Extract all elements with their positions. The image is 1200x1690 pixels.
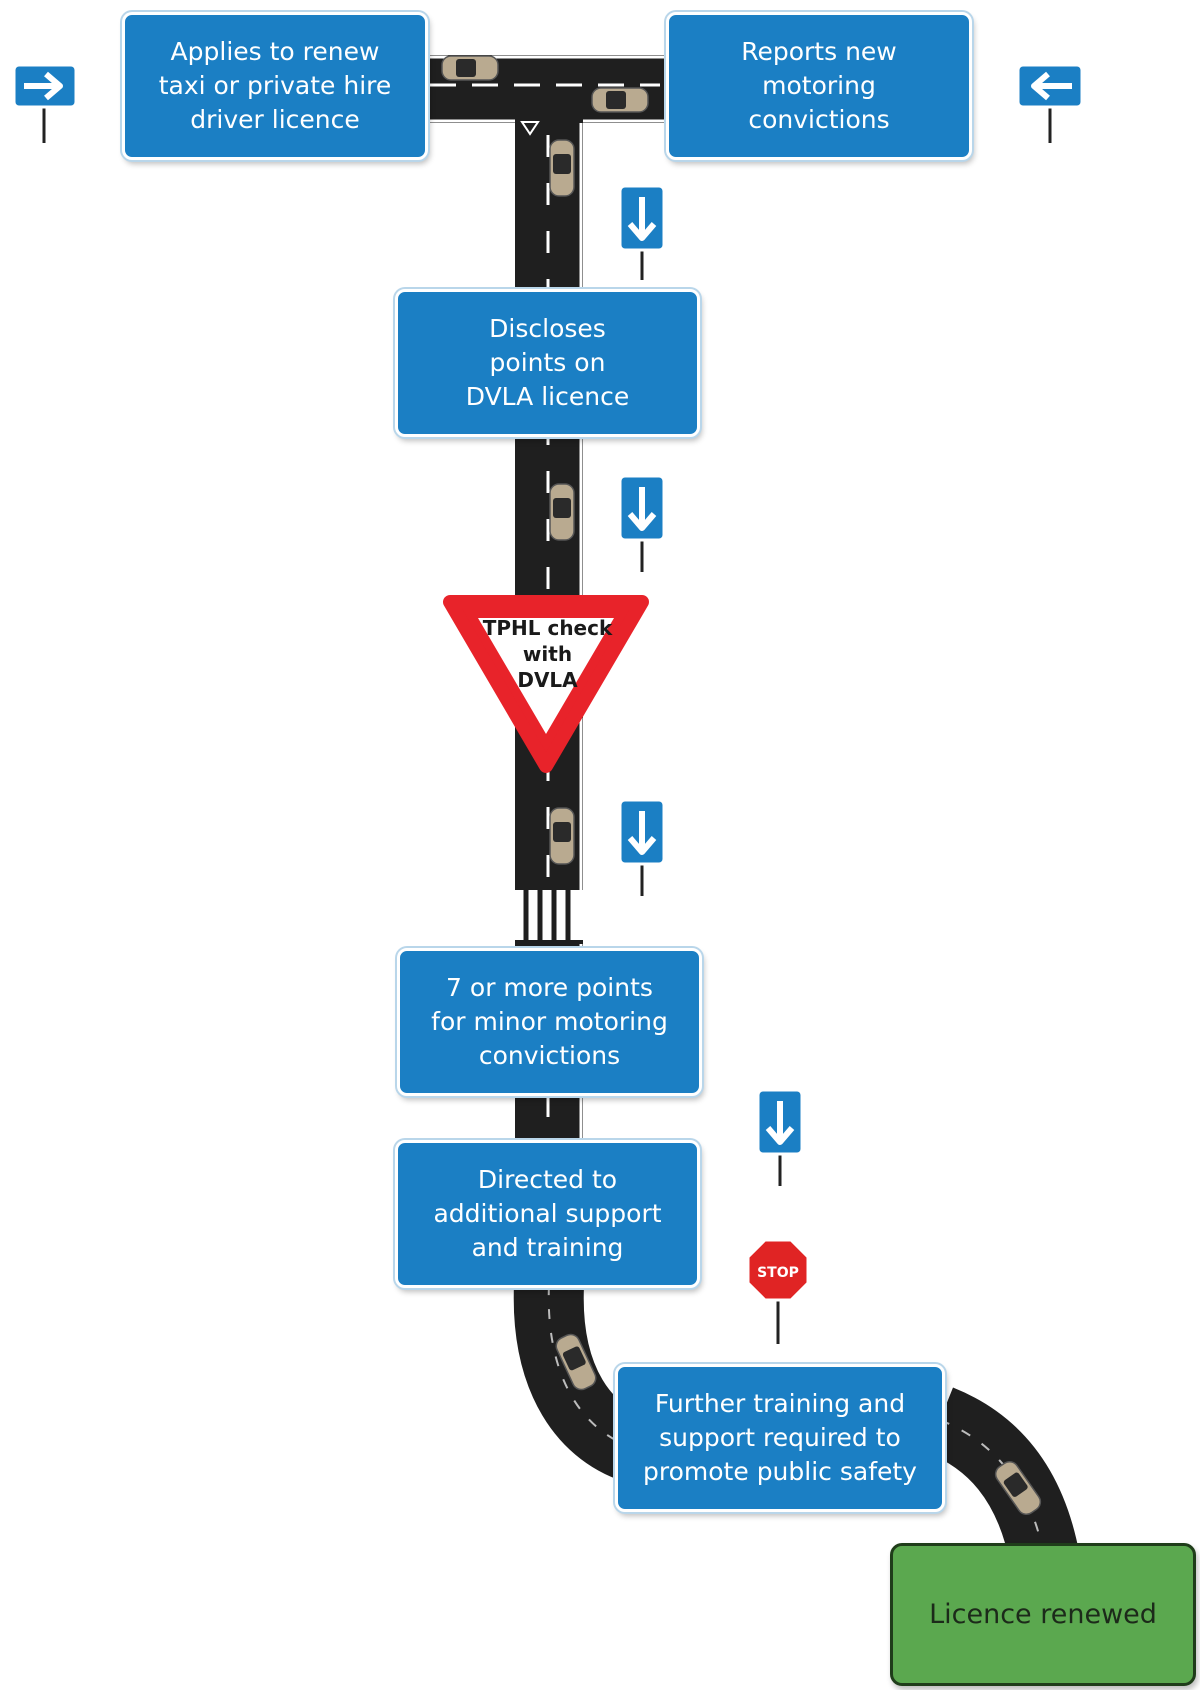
down-arrow-sign-icon: [620, 476, 664, 572]
left-arrow-sign-icon: [1018, 65, 1082, 143]
step-directed-box: Directed to additional support and train…: [395, 1140, 700, 1288]
car-icon: [442, 56, 498, 80]
step-disclose-box: Discloses points on DVLA licence: [395, 289, 700, 437]
step-renewed-box: Licence renewed: [890, 1543, 1196, 1686]
car-icon: [550, 140, 574, 196]
stop-sign-label: STOP: [757, 1265, 799, 1281]
step-points-box: 7 or more points for minor motoring conv…: [397, 948, 702, 1096]
step-further-box: Further training and support required to…: [615, 1364, 945, 1512]
right-arrow-sign-icon: [14, 65, 76, 143]
down-arrow-sign-icon: [620, 800, 664, 896]
stop-sign-icon: STOP: [748, 1240, 808, 1344]
roads: [420, 55, 1045, 1560]
car-icon: [550, 484, 574, 540]
step-apply-box: Applies to renew taxi or private hire dr…: [122, 12, 428, 160]
check-sign-label: TPHL check with DVLA: [475, 615, 620, 693]
car-icon: [592, 88, 648, 112]
down-arrow-sign-icon: [620, 186, 664, 280]
step-report-box: Reports new motoring convictions: [666, 12, 972, 160]
down-arrow-sign-icon: [758, 1090, 802, 1186]
car-icon: [550, 808, 574, 864]
